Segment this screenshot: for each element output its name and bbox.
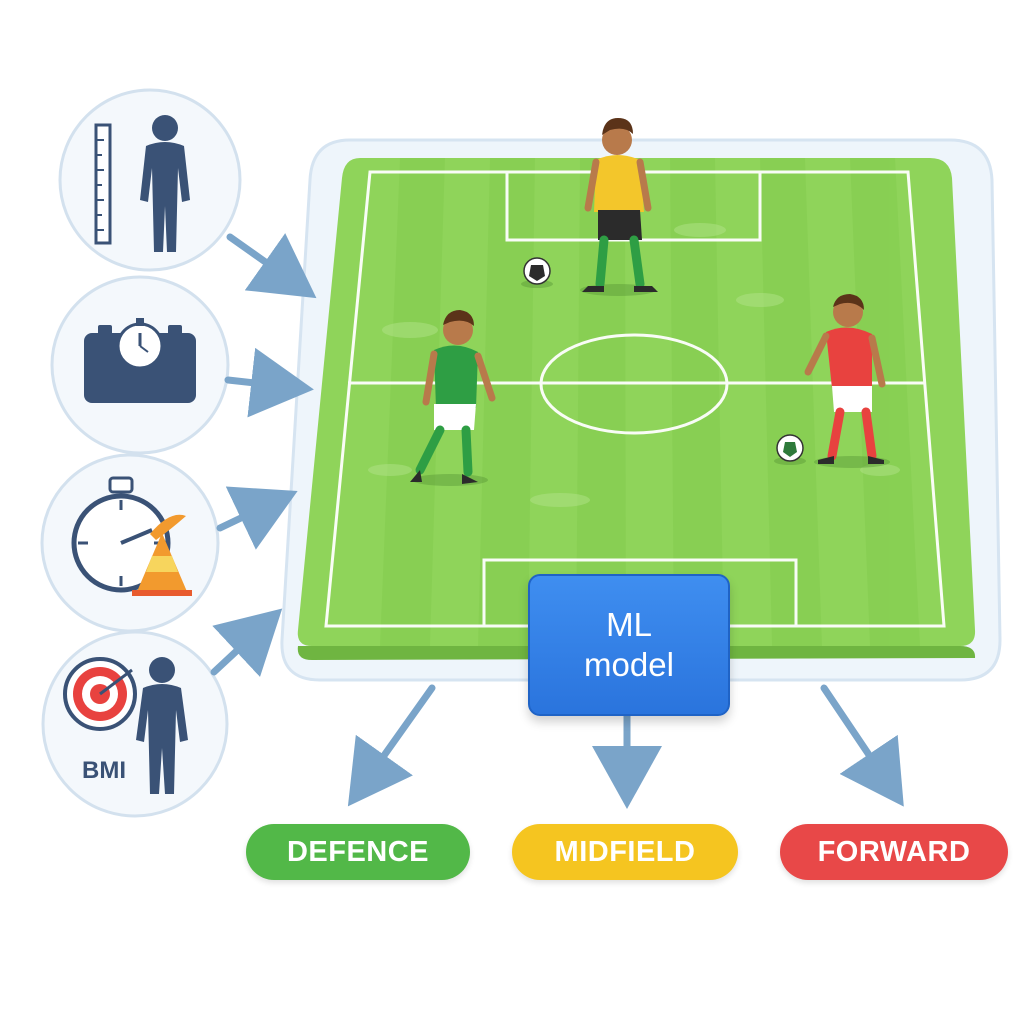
input-height [58,88,242,272]
forward-label: FORWARD [817,835,971,868]
ml-model-line2: model [584,646,674,683]
person-silhouette-icon [140,115,190,252]
person-silhouette-icon [136,657,188,794]
defence-label: DEFENCE [286,835,430,868]
bmi-label: BMI [82,757,126,784]
forward-output-pill: FORWARD [780,824,1008,880]
ruler-icon [94,123,112,245]
arrow-height-to-pitch [226,233,317,299]
yellow-player [580,118,658,296]
pitch-stripes [380,158,920,646]
midfield-output-pill: MIDFIELD [512,824,738,880]
arrow-speed-to-pitch [216,486,298,550]
target-icon [63,657,137,731]
input-bmi: BMI [41,630,229,818]
midfield-label: MIDFIELD [554,835,696,868]
input-weight [50,275,230,455]
green-player [410,310,496,486]
weighing-scale-icon [84,318,196,403]
stopwatch-icon [71,476,171,593]
input-speed [40,453,220,633]
grass-patches [368,223,900,507]
ml-model-line1: ML [606,606,652,643]
ml-model-box: ML model [528,574,730,716]
arrow-to-forward [820,684,904,807]
arrow-to-defence [347,684,436,807]
red-player [804,294,890,468]
arrow-weight-to-pitch [224,347,314,418]
cone-icon [132,514,192,596]
output-arrows [347,684,904,809]
ball-right [774,434,806,465]
defence-output-pill: DEFENCE [246,824,470,880]
ball-top [521,257,553,288]
arrow-bmi-to-pitch [210,608,283,678]
football-pitch [297,158,976,660]
input-arrows [210,233,317,678]
